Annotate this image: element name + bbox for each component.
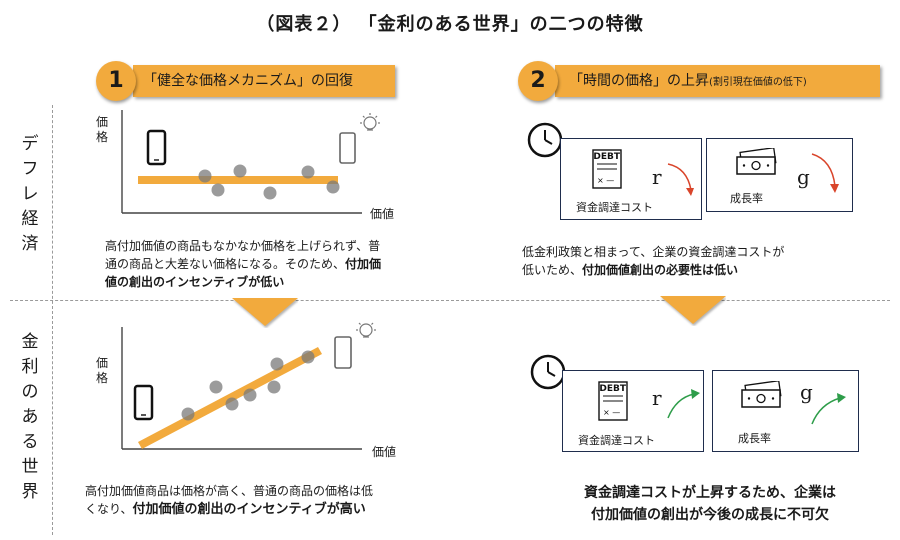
interest-right-text: 資金調達コストが上昇するため、企業は 付加価値の創出が今後の成長に不可欠 [520,482,900,526]
deflation-y-label: 価格 [96,115,109,144]
row-divider [10,300,890,301]
feature-2-header-bar [555,65,880,97]
deflation-right-text: 低金利政策と相まって、企業の資金調達コストが 低いため、付加価値創出の必要性は低… [522,243,862,279]
row-label-deflation-text: デフレ経済 [21,134,39,254]
banknote-icon [736,148,777,175]
deflation-right-line-2-bold: 付加価値創出の必要性は低い [582,263,739,277]
interest-cost-label: 資金調達コスト [578,434,655,447]
figure-title: （図表２） 「金利のある世界」の二つの特徴 [256,14,644,35]
down-arrow-icon [667,163,694,196]
down-arrow-icon [811,153,839,193]
data-dot [198,169,212,183]
up-arrow-icon [811,393,846,425]
data-dot [301,165,315,179]
feature-1-number: 1 [96,61,136,101]
svg-text:× —: × — [603,408,620,417]
data-dot [267,380,281,394]
deflation-left-line-1: 高付加価値の商品もなかなか価格を上げられず、普 [105,239,381,253]
deflation-chart [121,110,380,214]
deflation-left-line-2-normal: 通の商品と大差ない価格になる。そのため、 [105,257,346,271]
deflation-x-label: 価値 [370,207,395,221]
data-dot [326,180,340,194]
flat-price-line [138,176,338,184]
interest-right-line-2: 付加価値の創出が今後の成長に不可欠 [591,507,829,523]
deflation-right-line-2-normal: 低いため、 [522,263,583,277]
data-dot [211,183,225,197]
deflation-cost-box [560,138,702,220]
interest-y-label: 価格 [96,356,109,385]
interest-left-line-1: 高付加価値商品は価格が高く、普通の商品の価格は低 [85,484,374,498]
document-icon: DEBT × — [592,149,622,189]
deflation-right-line-2: 低いため、付加価値創出の必要性は低い [522,261,862,279]
svg-text:DEBT: DEBT [593,152,620,162]
deflation-right-line-1: 低金利政策と相まって、企業の資金調達コストが [522,245,785,259]
feature-1-header-bar [133,65,395,97]
deflation-left-line-3-bold: 値の創出のインセンティブが低い [105,275,285,289]
feature-2-heading-sub: (割引現在価値の低下) [709,77,807,88]
smartphone-icon [146,129,167,166]
data-dot [225,397,239,411]
down-arrow-icon [232,298,298,326]
row-label-interest: 金利のある世界 [19,330,41,505]
row-label-deflation: デフレ経済 [19,132,41,257]
feature-1-heading: 「健全な価格メカニズム」の回復 [143,73,353,89]
interest-left-text: 高付加価値商品は価格が高く、普通の商品の価格は低 くなり、付加価値の創出のインセ… [85,482,455,519]
data-dot [233,164,247,178]
feature-2-heading: 「時間の価格」の上昇(割引現在価値の低下) [569,65,807,99]
deflation-cost-letter: r [652,165,662,189]
lightbulb-icon [356,322,376,338]
deflation-growth-box [706,138,853,212]
interest-cost-letter: r [652,386,662,410]
interest-growth-letter: g [800,380,813,404]
data-dot [301,350,315,364]
svg-text:DEBT: DEBT [599,384,626,394]
deflation-left-line-2-bold: 付加価 [345,257,382,271]
interest-growth-label: 成長率 [738,432,771,445]
up-arrow-icon [667,389,700,419]
deflation-left-line-3: 値の創出のインセンティブが低い [105,273,445,291]
down-arrow-icon [660,296,726,324]
data-dot [209,380,223,394]
interest-growth-box [712,370,859,452]
banknote-icon [741,381,782,408]
interest-chart [121,322,376,450]
interest-right-line-1: 資金調達コストが上昇するため、企業は [584,485,836,501]
interest-cost-box [562,370,704,452]
deflation-growth-letter: g [797,165,810,189]
interest-x-label: 価値 [372,445,397,459]
data-dot [263,186,277,200]
document-icon: DEBT × — [598,381,628,421]
feature-2-heading-main: 「時間の価格」の上昇 [569,73,709,89]
deflation-left-text: 高付加価値の商品もなかなか価格を上げられず、普 通の商品と大差ない価格になる。そ… [105,237,445,291]
row-label-interest-text: 金利のある世界 [21,332,39,502]
deflation-cost-label: 資金調達コスト [576,201,653,214]
data-dot [270,357,284,371]
data-dot [243,388,257,402]
interest-left-line-2-bold: 付加価値の創出のインセンティブが高い [132,502,366,517]
deflation-growth-label: 成長率 [730,192,763,205]
clock-icon [527,122,563,158]
deflation-left-line-2: 通の商品と大差ない価格になる。そのため、付加価 [105,255,445,273]
feature-2-number: 2 [518,61,558,101]
lightbulb-icon [360,113,380,131]
data-dot [181,407,195,421]
column-divider [52,105,53,535]
svg-text:× —: × — [597,176,614,185]
smartphone-icon [334,336,352,369]
interest-left-line-2-normal: くなり、 [85,502,133,516]
smartphone-icon [133,384,154,421]
interest-left-line-2: くなり、付加価値の創出のインセンティブが高い [85,500,455,519]
smartphone-icon [339,132,356,164]
